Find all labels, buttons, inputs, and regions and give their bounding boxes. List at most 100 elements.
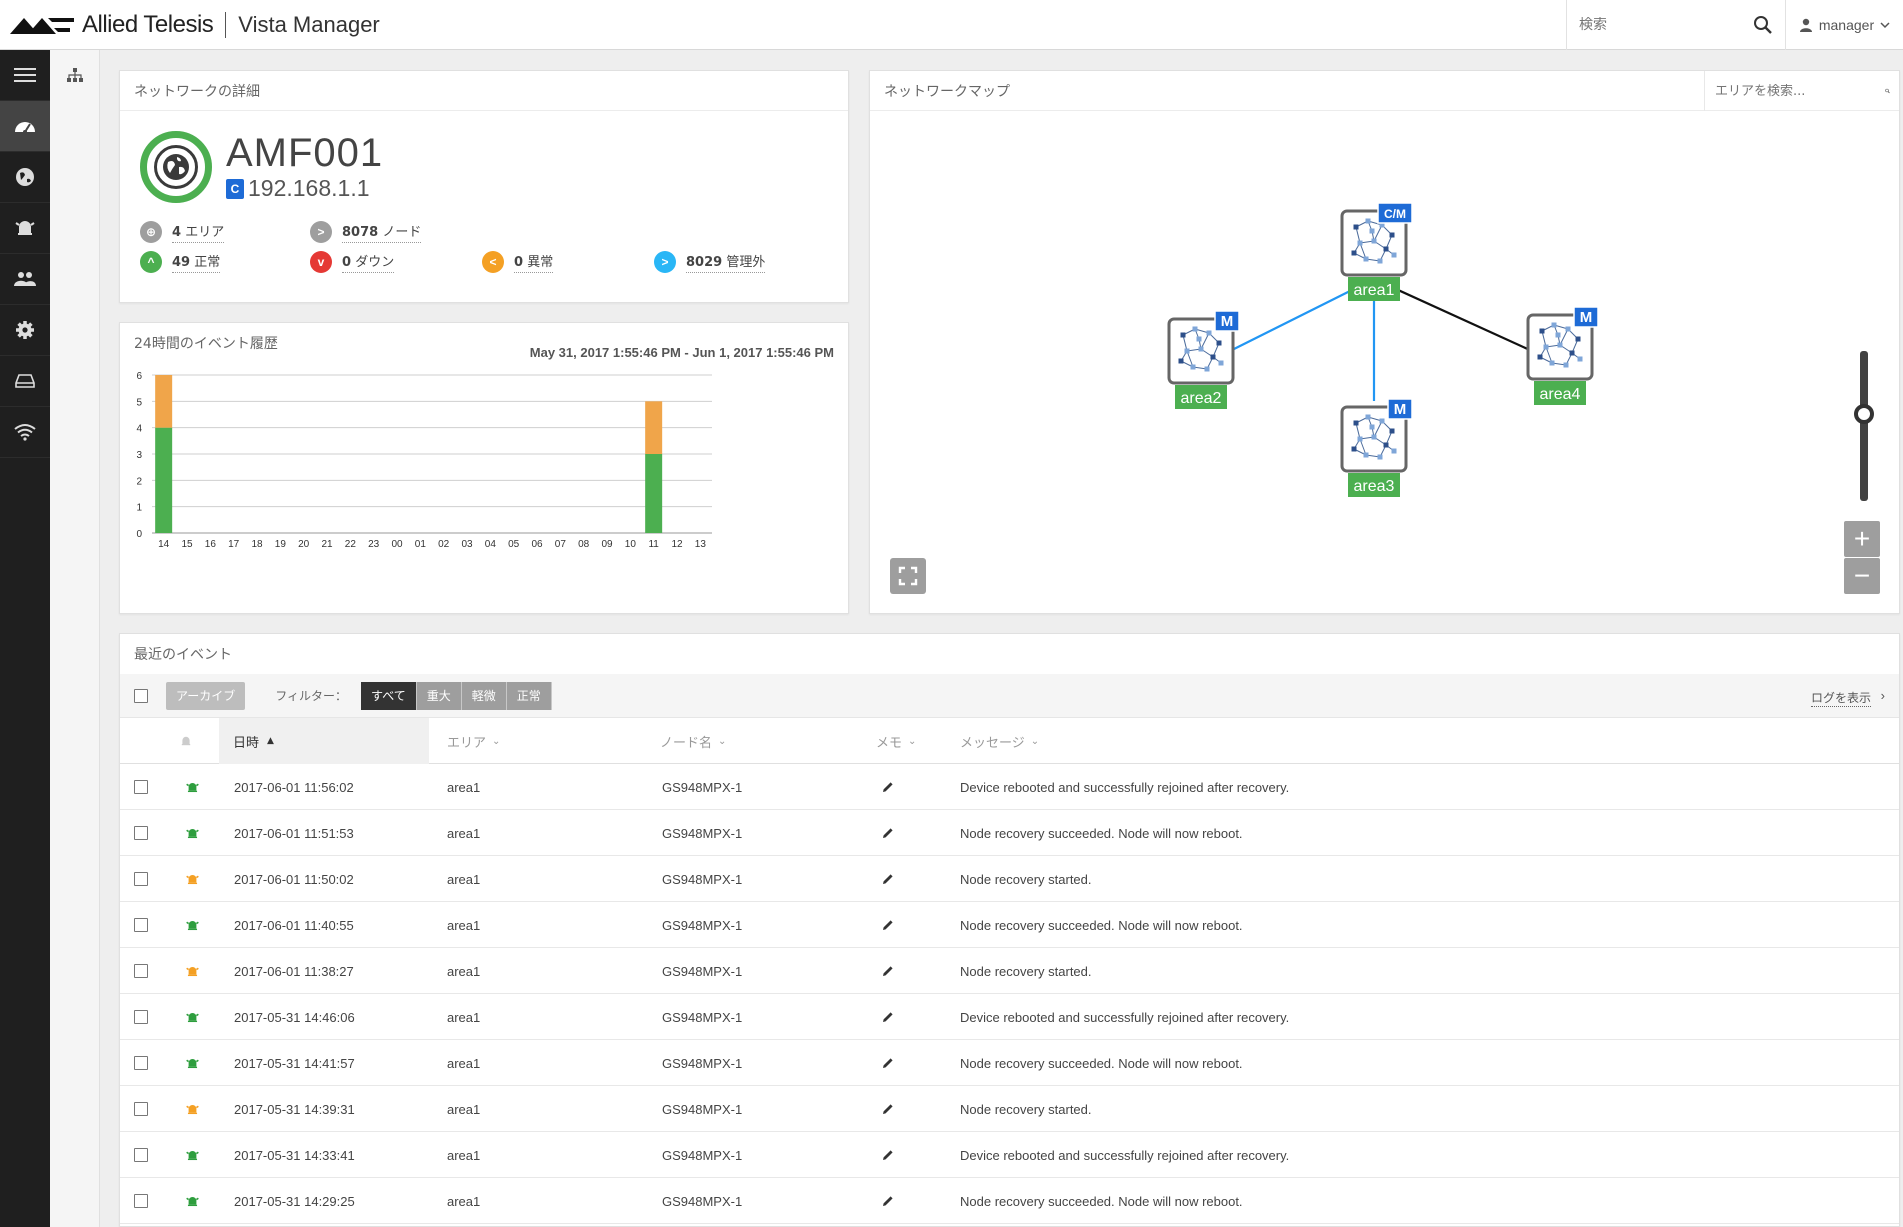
fullscreen-button[interactable] bbox=[890, 558, 926, 594]
zoom-slider-track[interactable] bbox=[1860, 351, 1868, 501]
status-alarm-icon bbox=[186, 1086, 199, 1132]
show-log-link[interactable]: ログを表示 bbox=[1810, 691, 1871, 707]
node-topology-point bbox=[1363, 256, 1369, 262]
area-search-input[interactable] bbox=[1715, 83, 1885, 99]
row-checkbox[interactable] bbox=[134, 1086, 148, 1132]
recent-events-card: 最近のイベント アーカイブ フィルター： すべて 重大 軽微 正常 ログを表示 … bbox=[119, 633, 1900, 1227]
nav-menu[interactable] bbox=[0, 50, 50, 101]
zoom-in-button[interactable]: + bbox=[1844, 521, 1880, 557]
filter-all-button[interactable]: すべて bbox=[361, 681, 417, 710]
network-name: AMF001 bbox=[226, 131, 384, 175]
edit-memo-button[interactable] bbox=[882, 764, 894, 810]
nav-storage[interactable] bbox=[0, 356, 50, 407]
stat-unmanaged[interactable]: > 8029 管理外 bbox=[654, 251, 766, 273]
edit-memo-button[interactable] bbox=[882, 902, 894, 948]
edit-memo-button[interactable] bbox=[882, 994, 894, 1040]
stat-areas[interactable]: ⊕ 4 エリア bbox=[140, 221, 225, 243]
node-topology-point bbox=[1351, 250, 1357, 256]
map-link bbox=[1373, 277, 1533, 353]
row-checkbox[interactable] bbox=[134, 1040, 148, 1086]
topology-icon bbox=[67, 68, 83, 82]
row-checkbox[interactable] bbox=[134, 764, 148, 810]
nav-network[interactable] bbox=[0, 152, 50, 203]
edit-memo-button[interactable] bbox=[882, 1178, 894, 1224]
subnav-topology[interactable] bbox=[50, 50, 100, 100]
chevron-right-icon[interactable]: › bbox=[1880, 688, 1885, 703]
stat-areas-value: 4 エリア bbox=[172, 221, 225, 243]
zoom-out-button[interactable]: − bbox=[1844, 558, 1880, 594]
user-menu[interactable]: manager bbox=[1786, 0, 1903, 50]
y-tick-label: 6 bbox=[136, 371, 142, 382]
stat-down[interactable]: v 0 ダウン bbox=[310, 251, 395, 273]
stat-normal-value: 49 正常 bbox=[172, 251, 221, 273]
x-tick-label: 07 bbox=[555, 539, 567, 550]
x-tick-label: 11 bbox=[648, 539, 659, 550]
node-topology-point bbox=[1549, 360, 1555, 366]
row-checkbox[interactable] bbox=[134, 856, 148, 902]
nav-users[interactable] bbox=[0, 254, 50, 305]
edit-memo-button[interactable] bbox=[882, 948, 894, 994]
select-all-checkbox[interactable] bbox=[134, 688, 148, 703]
status-column-header[interactable] bbox=[180, 718, 280, 764]
edit-memo-button[interactable] bbox=[882, 856, 894, 902]
row-checkbox[interactable] bbox=[134, 810, 148, 856]
brand[interactable]: Allied Telesis Vista Manager bbox=[10, 0, 380, 50]
filter-critical-button[interactable]: 重大 bbox=[416, 681, 462, 710]
row-checkbox[interactable] bbox=[134, 1178, 148, 1224]
row-checkbox[interactable] bbox=[134, 902, 148, 948]
edit-memo-button[interactable] bbox=[882, 1086, 894, 1132]
search-icon[interactable] bbox=[1753, 15, 1773, 35]
pencil-icon bbox=[883, 920, 893, 930]
message-column-header[interactable]: メッセージ ⌄ bbox=[960, 735, 1040, 751]
product-name: Vista Manager bbox=[238, 12, 380, 37]
stat-abnormal[interactable]: < 0 異常 bbox=[482, 251, 554, 273]
row-checkbox[interactable] bbox=[134, 1132, 148, 1178]
memo-column-header[interactable]: メモ ⌄ bbox=[876, 735, 917, 751]
row-checkbox[interactable] bbox=[134, 994, 148, 1040]
x-tick-label: 06 bbox=[531, 539, 543, 550]
nav-alarms[interactable] bbox=[0, 203, 50, 254]
node-topology-point bbox=[1575, 336, 1581, 342]
zoom-slider-handle[interactable] bbox=[1854, 404, 1874, 424]
node-topology-point bbox=[1379, 418, 1385, 424]
datetime-column-header[interactable]: 日時 ▲ bbox=[219, 718, 429, 764]
edit-memo-button[interactable] bbox=[882, 1132, 894, 1178]
nav-wireless[interactable] bbox=[0, 407, 50, 458]
status-alarm-icon bbox=[186, 948, 199, 994]
row-checkbox[interactable] bbox=[134, 948, 148, 994]
row-node: GS948MPX-1 bbox=[662, 1193, 743, 1209]
area-column-header[interactable]: エリア ⌄ bbox=[447, 735, 501, 751]
search-icon[interactable] bbox=[1885, 82, 1890, 100]
node-column-header[interactable]: ノード名 ⌄ bbox=[660, 735, 727, 751]
edit-memo-button[interactable] bbox=[882, 1040, 894, 1086]
filter-normal-button[interactable]: 正常 bbox=[506, 681, 552, 710]
row-datetime: 2017-05-31 14:29:25 bbox=[234, 1193, 355, 1209]
filter-minor-button[interactable]: 軽微 bbox=[461, 681, 507, 710]
stat-normal[interactable]: ^ 49 正常 bbox=[140, 251, 221, 273]
row-datetime: 2017-05-31 14:39:31 bbox=[234, 1101, 355, 1117]
archive-button[interactable]: アーカイブ bbox=[166, 681, 246, 710]
users-icon bbox=[14, 272, 36, 286]
edit-memo-button[interactable] bbox=[882, 810, 894, 856]
nav-dashboard[interactable] bbox=[0, 101, 50, 152]
unmanaged-icon: > bbox=[654, 251, 676, 273]
global-search-input[interactable] bbox=[1579, 17, 1753, 33]
nav-settings[interactable] bbox=[0, 305, 50, 356]
stat-nodes[interactable]: > 8078 ノード bbox=[310, 221, 422, 243]
